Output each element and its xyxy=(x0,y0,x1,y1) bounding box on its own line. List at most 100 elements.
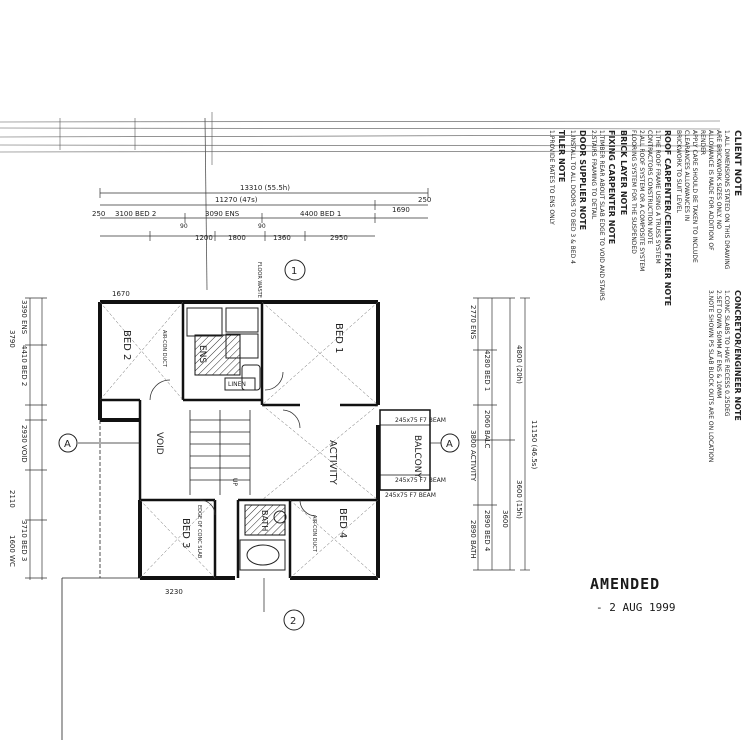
room-ens: ENS xyxy=(197,345,207,363)
client-note-line-1: 1.ALL DIMENSIONS STATED ON THIS DRAWING xyxy=(723,130,730,270)
ac-duct-note: AIR-CON DUCT xyxy=(161,330,167,368)
roof-note-heading: ROOF CARPENTER/CEILING FIXER NOTE xyxy=(663,130,672,306)
scan-noise-band xyxy=(0,112,721,291)
dim-right-outer: 11150 (46.5s) xyxy=(530,420,538,469)
room-activity: ACTIVITY xyxy=(327,440,338,486)
concrete-note-line-2: 2.SET DOWN 50MM AT ENS & 10MM xyxy=(715,290,722,398)
beam-label-2: 245x75 F7 BEAM xyxy=(395,477,446,484)
beam-label-3: 245x75 F7 BEAM xyxy=(385,492,436,499)
beam-label-1: 245x75 F7 BEAM xyxy=(395,417,446,424)
roof-note-line-3: 2.ALL ROOF SYSTEM OR A COMPOSITE SYSTEM xyxy=(638,130,645,271)
dim-row3-3: 1360 xyxy=(273,234,291,242)
room-diagonals xyxy=(99,301,379,579)
dim-bed2-width: 3100 BED 2 xyxy=(115,210,156,218)
client-note-line-5: APPLY CARE SHOULD BE TAKEN TO INCLUDE xyxy=(691,130,698,263)
dim-right-bed4: 2890 BED 4 xyxy=(483,510,491,552)
dim-row3-2: 1800 xyxy=(228,234,246,242)
fixing-note-line-2: 2.STAIRS FRAMING TO DETAIL xyxy=(590,130,597,220)
dim-top-second: 11270 (47s) xyxy=(215,196,258,204)
top-dimensions xyxy=(99,188,429,241)
amended-stamp: AMENDED - 2 AUG 1999 xyxy=(590,575,710,614)
dim-row3-1: 1200 xyxy=(195,234,213,242)
stair-up-note: UP xyxy=(231,478,238,486)
dim-right-ens: 2770 ENS xyxy=(469,305,477,340)
balcony-outline xyxy=(379,409,431,491)
grid-mark-1-label: 1 xyxy=(291,266,297,277)
room-bed4: BED 4 xyxy=(337,508,348,538)
section-marker-right: A xyxy=(430,433,460,453)
conc-edge-note: EDGE OF CONC SLAB xyxy=(196,505,202,559)
dim-bed1-width: 4400 BED 1 xyxy=(300,210,341,218)
notes-block: CLIENT NOTE 1.ALL DIMENSIONS STATED ON T… xyxy=(548,130,742,306)
concrete-note-line-3: 3.NOTE SHOWN PS SLAB BLOCK OUTS ARE ON L… xyxy=(707,290,714,462)
room-void: VOID xyxy=(154,432,164,455)
client-note-line-6: CLEARANCES ALLOWANCES IN xyxy=(683,130,690,221)
concrete-note-line-1: 1.CONC SLABS TO HAVE RECESS 0.25DEG xyxy=(723,290,730,417)
ac-duct-note-2: AIR-CON DUCT xyxy=(311,515,317,553)
roof-note-line-1: 1.THE ROOF FRAME USING A TRUSS SYSTEM xyxy=(654,130,661,264)
dim-left-ens: 3390 ENS xyxy=(20,300,28,335)
grid-marker-bottom: 2 xyxy=(263,578,305,631)
section-marker-left: A xyxy=(58,433,140,453)
stamp-word: AMENDED xyxy=(590,575,661,593)
dim-left-bed3: 3710 BED 3 xyxy=(20,520,28,561)
floor-waste-note: FLOOR WASTE xyxy=(256,262,262,298)
tiler-note-heading: TILER NOTE xyxy=(557,130,566,182)
dim-small-2: 90 xyxy=(258,223,266,230)
section-a-right-label: A xyxy=(446,439,453,450)
brick-note-heading: BRICK LAYER NOTE xyxy=(619,130,628,215)
dim-top-right-a: 1690 xyxy=(392,206,410,214)
stair-treads xyxy=(189,410,251,495)
concrete-note-heading: CONCRETOR/ENGINEER NOTE xyxy=(733,290,742,421)
room-linen: LINEN xyxy=(228,381,246,388)
left-dimensions xyxy=(25,297,47,580)
roof-note-line-2: CONTRACTORS CONSTRUCTION NOTE xyxy=(646,130,653,245)
fixing-note-heading: FIXING CARPENTER NOTE xyxy=(607,130,616,244)
dim-left-void: 2930 VOID xyxy=(20,425,28,463)
client-note-heading: CLIENT NOTE xyxy=(732,130,742,196)
grid-mark-2-label: 2 xyxy=(290,616,296,627)
room-balcony: BALCONY xyxy=(412,435,422,478)
grid-marker-top: 1 xyxy=(284,259,306,281)
fixtures xyxy=(186,307,287,571)
dim-small-1: 90 xyxy=(180,223,188,230)
dim-right-outer-3: 3600 (15h) xyxy=(515,480,523,519)
dim-right-balc: 2060 BALC xyxy=(483,410,491,449)
dim-left-bed2: 4410 BED 2 xyxy=(20,345,28,386)
fixing-note-line-1: 1.TIMBER REAR ABOUT SLAB EDGE TO VOID AN… xyxy=(598,130,605,301)
dim-top-right-b: 250 xyxy=(418,196,431,204)
ensuite-tile-hatch xyxy=(194,334,241,376)
interior-walls xyxy=(100,302,378,578)
tiler-note-line-1: 1.PROVIDE RATES TO ENS ONLY xyxy=(548,130,555,225)
dim-mid-left: 1670 xyxy=(112,290,130,298)
dim-left-total: 3790 xyxy=(8,330,16,348)
dim-row3-4: 2950 xyxy=(330,234,348,242)
dim-top-overall: 13310 (55.5h) xyxy=(240,184,290,192)
dim-bottom: 3230 xyxy=(165,588,183,596)
dim-left-wc: 1600 WC xyxy=(8,535,16,567)
client-note-line-7: BRICKWORK TO SUIT LEVEL xyxy=(675,130,682,213)
section-a-left-label: A xyxy=(64,439,71,450)
door-note-heading: DOOR SUPPLIER NOTE xyxy=(578,130,587,230)
dim-right-outer-2: 4800 (20h) xyxy=(515,345,523,384)
dim-ens-width: 3090 ENS xyxy=(205,210,240,218)
ground-floor-outline xyxy=(61,420,140,740)
dim-top-left-small: 250 xyxy=(92,210,105,218)
concrete-notes: CONCRETOR/ENGINEER NOTE 1.CONC SLABS TO … xyxy=(707,290,742,462)
door-note-line-1: 1.INSTALL TO ALL DOORS TO BED 3 & BED 4 xyxy=(569,130,576,264)
bath-tile-hatch xyxy=(244,504,286,536)
room-bed2: BED 2 xyxy=(121,330,132,360)
door-swings xyxy=(149,371,317,517)
dim-left-2110: 2110 xyxy=(8,490,16,508)
roof-note-line-4: FLOORING SYSTEM FOR THE SUSPENDED xyxy=(630,130,637,254)
client-note-line-4: RENDER xyxy=(699,130,706,155)
dim-right-activity: 3800 ACTIVITY xyxy=(469,430,477,482)
dim-right-3600: 3600 xyxy=(501,510,509,528)
room-bath: BATH xyxy=(260,510,269,531)
dim-right-bath: 2890 BATH xyxy=(469,520,477,559)
client-note-line-3: ALLOWANCE IS MADE FOR ADDITION OF xyxy=(707,130,714,251)
room-bed1: BED 1 xyxy=(333,323,344,353)
client-note-line-2: ARE BRICKWORK SIZES ONLY. NO xyxy=(715,130,722,229)
right-outer-dim-line xyxy=(520,297,530,571)
